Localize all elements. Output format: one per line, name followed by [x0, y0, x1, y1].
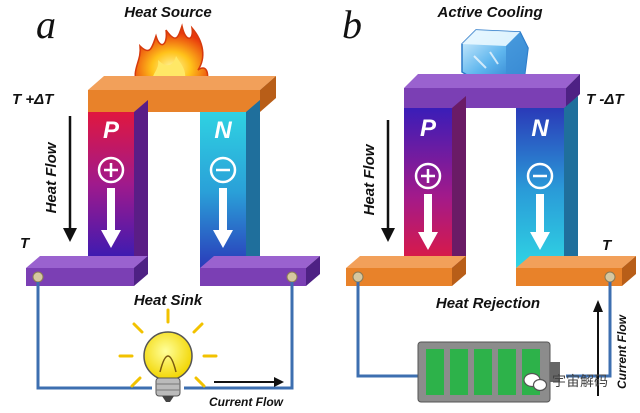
bottom-plate-a-right — [200, 256, 320, 286]
wire-right-a — [184, 282, 294, 390]
watermark-text: 宇宙解码 — [552, 374, 608, 390]
n-leg-b — [516, 96, 578, 270]
hot-temp-label-a: T +ΔT — [12, 91, 55, 108]
wire-left-a — [36, 282, 152, 390]
active-cooling-label: Active Cooling — [436, 4, 542, 21]
terminal-icon — [286, 271, 298, 283]
bottom-plate-b-right — [516, 256, 636, 286]
current-flow-label-b: Current Flow — [615, 314, 629, 389]
heat-flow-arrow-icon — [63, 116, 77, 242]
p-label-a: P — [103, 117, 120, 144]
plus-icon — [414, 162, 442, 190]
arrow-down-icon — [213, 188, 233, 248]
panel-b: b Active Cooling P N — [342, 2, 636, 403]
panel-a: a Heat Source P N — [12, 2, 320, 409]
arrow-down-icon — [418, 194, 438, 250]
bottom-plate-a-left — [26, 256, 148, 286]
base-temp-label-b: T — [602, 237, 613, 254]
watermark: 宇宙解码 — [523, 372, 608, 392]
panel-a-letter: a — [36, 2, 56, 47]
current-arrow-icon — [214, 377, 284, 387]
light-bulb-icon — [118, 308, 218, 402]
n-label-b: N — [531, 115, 549, 142]
cold-temp-label-b: T -ΔT — [586, 91, 625, 108]
top-plate-b — [404, 74, 580, 108]
p-label-b: P — [420, 115, 437, 142]
current-arrow-icon — [593, 300, 603, 396]
plus-icon — [97, 156, 125, 184]
current-flow-label-a: Current Flow — [209, 395, 284, 409]
battery-icon — [417, 341, 560, 403]
arrow-down-icon — [530, 194, 550, 250]
heat-flow-label-a: Heat Flow — [43, 141, 60, 213]
top-plate-a — [88, 76, 276, 112]
heat-flow-arrow-icon — [381, 120, 395, 242]
panel-b-letter: b — [342, 2, 362, 47]
heat-sink-label: Heat Sink — [134, 292, 203, 309]
wechat-icon — [523, 372, 548, 392]
heat-rejection-label: Heat Rejection — [436, 295, 540, 312]
bottom-plate-b-left — [346, 256, 466, 286]
arrow-down-icon — [101, 188, 121, 248]
heat-source-label: Heat Source — [124, 4, 212, 21]
base-temp-label-a: T — [20, 235, 31, 252]
wire-left-b — [356, 282, 418, 378]
wire-right-b — [566, 282, 612, 378]
n-label-a: N — [214, 117, 232, 144]
terminal-icon — [352, 271, 364, 283]
minus-icon — [209, 156, 237, 184]
heat-flow-label-b: Heat Flow — [361, 143, 378, 215]
terminal-icon — [32, 271, 44, 283]
terminal-icon — [604, 271, 616, 283]
minus-icon — [526, 162, 554, 190]
